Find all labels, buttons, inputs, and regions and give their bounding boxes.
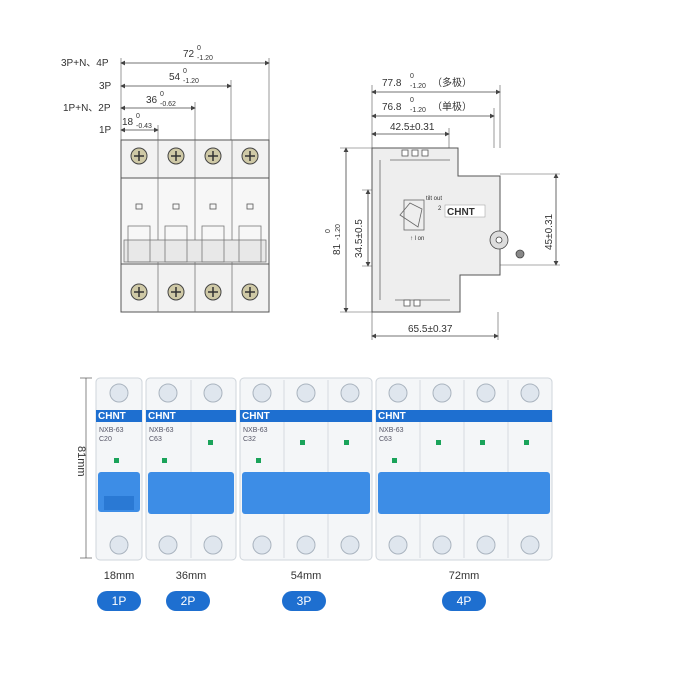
side-rail-dim: 34.5±0.5: [354, 219, 365, 258]
width-label-2p: 36mm: [175, 570, 207, 582]
side-brand-logo: CHNT: [447, 207, 475, 218]
side-dim-multi-tol-up: 0: [410, 73, 414, 80]
breaker-4p: [375, 377, 553, 561]
brand-1p: CHNT: [98, 411, 126, 422]
pole-badge-4p[interactable]: 4P: [442, 591, 486, 611]
breaker-2p: [145, 377, 237, 561]
handle-label-2: 2: [438, 206, 442, 212]
handle-label-tiltout: tilt out: [426, 196, 442, 202]
dim-value-2p: 36: [146, 95, 158, 106]
screw-icon: [130, 283, 148, 301]
brand-3p: CHNT: [242, 411, 270, 422]
side-dim-single-tol-up: 0: [410, 97, 414, 104]
row-label-4p: 3P+N、4P: [61, 58, 109, 69]
breaker-3p: [239, 377, 373, 561]
dim-value-3p: 54: [169, 72, 181, 83]
model-3p: NXB-63: [243, 427, 268, 434]
rating-2p: C63: [149, 436, 162, 443]
screw-icon: [204, 147, 222, 165]
screw-icon: [167, 283, 185, 301]
side-bottom-dim: 65.5±0.37: [408, 324, 453, 335]
side-height-tol-down: -1.20: [335, 224, 342, 240]
model-1p: NXB-63: [99, 427, 124, 434]
side-dim-single: 76.8: [382, 102, 402, 113]
side-dim-single-tol-down: -1.20: [410, 107, 426, 114]
brand-2p: CHNT: [148, 411, 176, 422]
side-right-dim: 45±0.31: [544, 213, 555, 250]
side-dim-single-note: （单极）: [432, 100, 472, 113]
product-lineup: CHNT CHNT CHNT CHNT NXB-63 C20 NXB-63 C6…: [75, 377, 553, 561]
handle-label-on: ↑ l on: [410, 236, 424, 242]
pole-badge-3p[interactable]: 3P: [282, 591, 326, 611]
screw-icon: [241, 283, 259, 301]
dim-tol-up-2p: 0: [160, 91, 164, 98]
dim-value-4p: 72: [183, 49, 195, 60]
brand-4p: CHNT: [378, 411, 406, 422]
row-label-2p: 1P+N、2P: [63, 103, 111, 114]
model-4p: NXB-63: [379, 427, 404, 434]
model-2p: NXB-63: [149, 427, 174, 434]
width-label-1p: 18mm: [103, 570, 135, 582]
breaker-1p: [95, 377, 143, 561]
screw-icon: [241, 147, 259, 165]
side-height-dim: 81: [332, 243, 343, 255]
width-label-3p: 54mm: [290, 570, 322, 582]
side-depth-dim: 42.5±0.31: [390, 122, 435, 133]
height-label: 81mm: [75, 446, 87, 477]
dim-tol-up-4p: 0: [197, 45, 201, 52]
side-dim-multi: 77.8: [382, 78, 402, 89]
dim-tol-down-1p: -0.43: [136, 123, 152, 130]
dim-tol-up-3p: 0: [183, 68, 187, 75]
dim-tol-down-4p: -1.20: [197, 55, 213, 62]
pole-badge-1p[interactable]: 1P: [97, 591, 141, 611]
front-view-drawing: 3P+N、4P 3P 1P+N、2P 1P 72 0 -1.20 54 0 -1…: [61, 45, 270, 313]
pole-badge-2p[interactable]: 2P: [166, 591, 210, 611]
side-height-tol-up: 0: [325, 229, 332, 233]
dim-value-1p: 18: [122, 117, 134, 128]
side-dim-multi-tol-down: -1.20: [410, 83, 426, 90]
rating-4p: C63: [379, 436, 392, 443]
dim-tol-down-2p: -0.62: [160, 101, 176, 108]
screw-icon: [130, 147, 148, 165]
row-label-3p: 3P: [99, 81, 112, 92]
width-label-4p: 72mm: [448, 570, 480, 582]
rating-1p: C20: [99, 436, 112, 443]
side-view-drawing: CHNT tilt out 2 ↑ l on 77.8 0 -1.20 （多极）…: [325, 73, 560, 340]
dim-tol-down-3p: -1.20: [183, 78, 199, 85]
screw-icon: [167, 147, 185, 165]
dim-tol-up-1p: 0: [136, 113, 140, 120]
rating-3p: C32: [243, 436, 256, 443]
row-label-1p: 1P: [99, 125, 112, 136]
side-dim-multi-note: （多极）: [432, 76, 472, 89]
screw-icon: [204, 283, 222, 301]
